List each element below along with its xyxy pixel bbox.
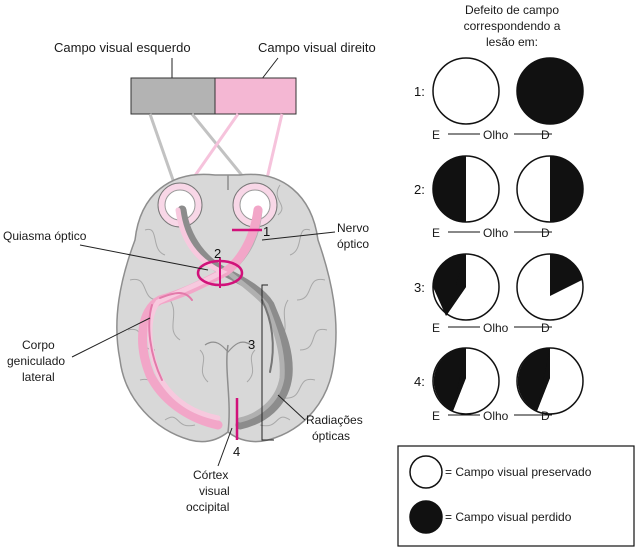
nerve-label-line1: Nervo — [337, 221, 369, 235]
chiasm-label: Quiasma óptico — [3, 229, 87, 243]
row3-eye-word: Olho — [483, 321, 509, 335]
row1-eye-word: Olho — [483, 128, 509, 142]
left-field-label: Campo visual esquerdo — [54, 40, 191, 55]
radiation-label-line1: Radiações — [306, 413, 363, 427]
row4-eye-word: Olho — [483, 409, 509, 423]
left-visual-field-box — [130, 77, 216, 115]
row1-eye-left: E — [432, 128, 440, 142]
row3-right-eye-field — [516, 253, 584, 321]
row4-eye-left: E — [432, 409, 440, 423]
legend: = Campo visual preservado = Campo visual… — [397, 445, 635, 547]
lgn-label-line2: geniculado — [7, 354, 65, 368]
row-label-4: 4: — [414, 374, 425, 389]
row4-eye-right: D — [541, 409, 550, 423]
lesion-2-number: 2 — [214, 246, 221, 261]
legend-preserved-swatch — [409, 455, 443, 489]
defect-row-4: 4: E Olho D — [414, 347, 584, 423]
lgn-label-line1: Corpo — [22, 338, 55, 352]
row1-right-eye-field — [516, 57, 584, 125]
radiation-label-line2: ópticas — [312, 429, 350, 443]
lgn-pointer — [71, 317, 151, 358]
row-label-3: 3: — [414, 280, 425, 295]
cortex-pointer — [217, 427, 233, 467]
defect-row-3: 3: E Olho D — [414, 253, 584, 335]
radiation-pointer — [277, 394, 306, 421]
lesion-4-number: 4 — [233, 444, 240, 459]
lgn-label-line3: lateral — [22, 370, 55, 384]
nerve-label-line2: óptico — [337, 237, 369, 251]
legend-lost-swatch — [409, 500, 443, 534]
lesion-3-number: 3 — [248, 337, 255, 352]
cortex-label-line2: visual — [199, 484, 230, 498]
row1-eye-right: D — [541, 128, 550, 142]
lesion-markers — [196, 228, 262, 440]
row2-eye-left: E — [432, 226, 440, 240]
row4-right-eye-field — [516, 347, 584, 415]
nerve-pointer — [261, 231, 336, 241]
cortex-label-line1: Córtex — [193, 468, 228, 482]
right-visual-field-box — [214, 77, 297, 115]
radiation-bracket — [261, 284, 274, 441]
svg-text:correspondendo a: correspondendo a — [464, 19, 561, 33]
defect-row-2: 2: E Olho D — [414, 155, 584, 240]
row4-left-eye-field — [432, 347, 500, 415]
legend-preserved-label: = Campo visual preservado — [445, 465, 592, 479]
svg-text:lesão em:: lesão em: — [486, 35, 538, 49]
row2-eye-word: Olho — [483, 226, 509, 240]
row3-left-eye-field — [432, 253, 500, 321]
row-label-1: 1: — [414, 84, 425, 99]
row2-left-eye-field — [432, 155, 500, 223]
row2-right-eye-field — [516, 155, 584, 223]
lesion-1-number: 1 — [263, 224, 270, 239]
row3-eye-right: D — [541, 321, 550, 335]
row-label-2: 2: — [414, 182, 425, 197]
chiasm-pointer — [79, 244, 209, 271]
pink-optic-pathway — [138, 205, 263, 430]
row1-left-eye-field — [432, 57, 500, 125]
defects-title: Defeito de campo correspondendo a lesão … — [464, 3, 561, 49]
legend-lost-label: = Campo visual perdido — [445, 510, 572, 524]
row2-eye-right: D — [541, 226, 550, 240]
svg-text:Defeito de campo: Defeito de campo — [465, 3, 559, 17]
cortex-label-line3: occipital — [186, 500, 229, 514]
right-eye — [232, 182, 278, 228]
right-field-label: Campo visual direito — [258, 40, 376, 55]
row3-eye-left: E — [432, 321, 440, 335]
defect-row-1: 1: E Olho D — [414, 57, 584, 142]
